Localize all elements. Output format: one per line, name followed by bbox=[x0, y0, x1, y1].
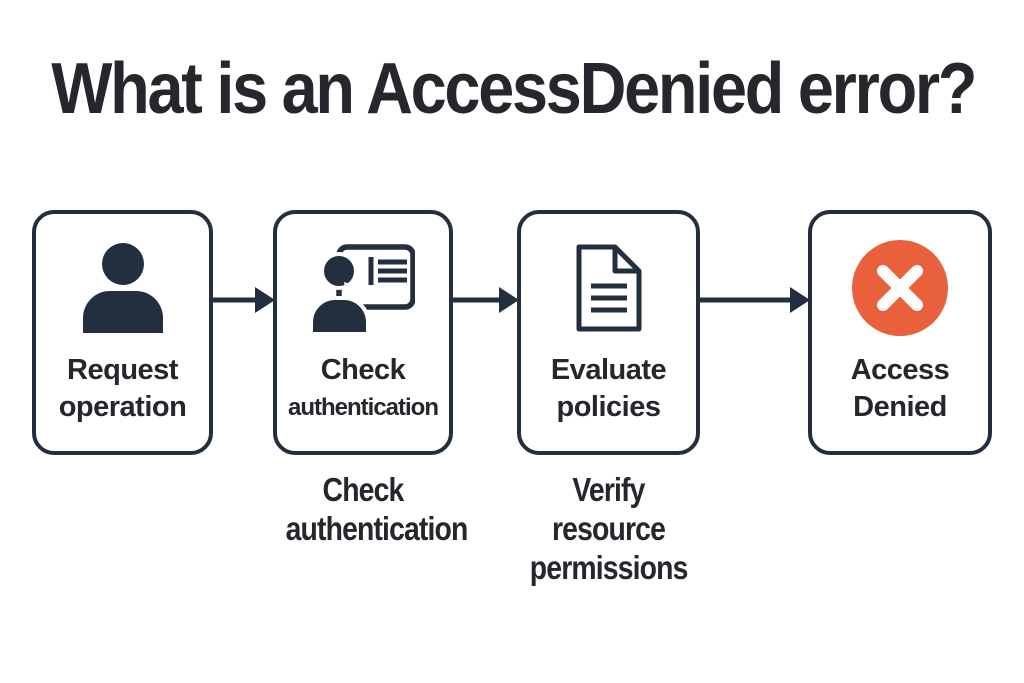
page-title: What is an AccessDenied error? bbox=[51, 49, 977, 129]
step-label-line1: Evaluate bbox=[550, 354, 667, 386]
flow-arrow-icon bbox=[211, 287, 275, 313]
id-card-user-icon bbox=[311, 238, 415, 338]
policy-document-icon bbox=[575, 238, 643, 338]
step-check-authentication: Check authentication bbox=[273, 210, 453, 455]
annotation-line: Verify bbox=[572, 471, 645, 508]
step-label: Access Denied bbox=[851, 352, 950, 426]
step-label-line2: operation bbox=[58, 391, 187, 423]
step-label: Request operation bbox=[59, 352, 187, 426]
step-label: Evaluate policies bbox=[550, 352, 667, 426]
user-icon bbox=[80, 238, 166, 338]
step-label-line1: Access bbox=[850, 354, 950, 386]
flow-arrow-icon bbox=[451, 287, 519, 313]
annotation-line: authentication bbox=[285, 510, 469, 547]
access-denied-icon bbox=[852, 238, 948, 338]
step-evaluate-policies: Evaluate policies bbox=[517, 210, 700, 455]
step-label-line1: Check bbox=[320, 354, 406, 386]
step-label-line2: authentication bbox=[287, 394, 439, 421]
annotation-line: permissions bbox=[529, 549, 689, 586]
step-label: Check authentication bbox=[287, 352, 439, 426]
annotation-line: Check bbox=[322, 471, 405, 508]
flow-arrow-icon bbox=[698, 287, 810, 313]
step-access-denied: Access Denied bbox=[808, 210, 992, 455]
step-label-line2: policies bbox=[556, 391, 661, 423]
annotation-verify-resource-permissions: Verify resource permissions bbox=[529, 470, 689, 587]
step-label-line1: Request bbox=[67, 354, 178, 386]
annotation-line: resource bbox=[551, 510, 666, 547]
annotation-check-authentication: Check authentication bbox=[285, 470, 469, 548]
step-request-operation: Request operation bbox=[32, 210, 213, 455]
step-label-line2: Denied bbox=[853, 391, 947, 423]
